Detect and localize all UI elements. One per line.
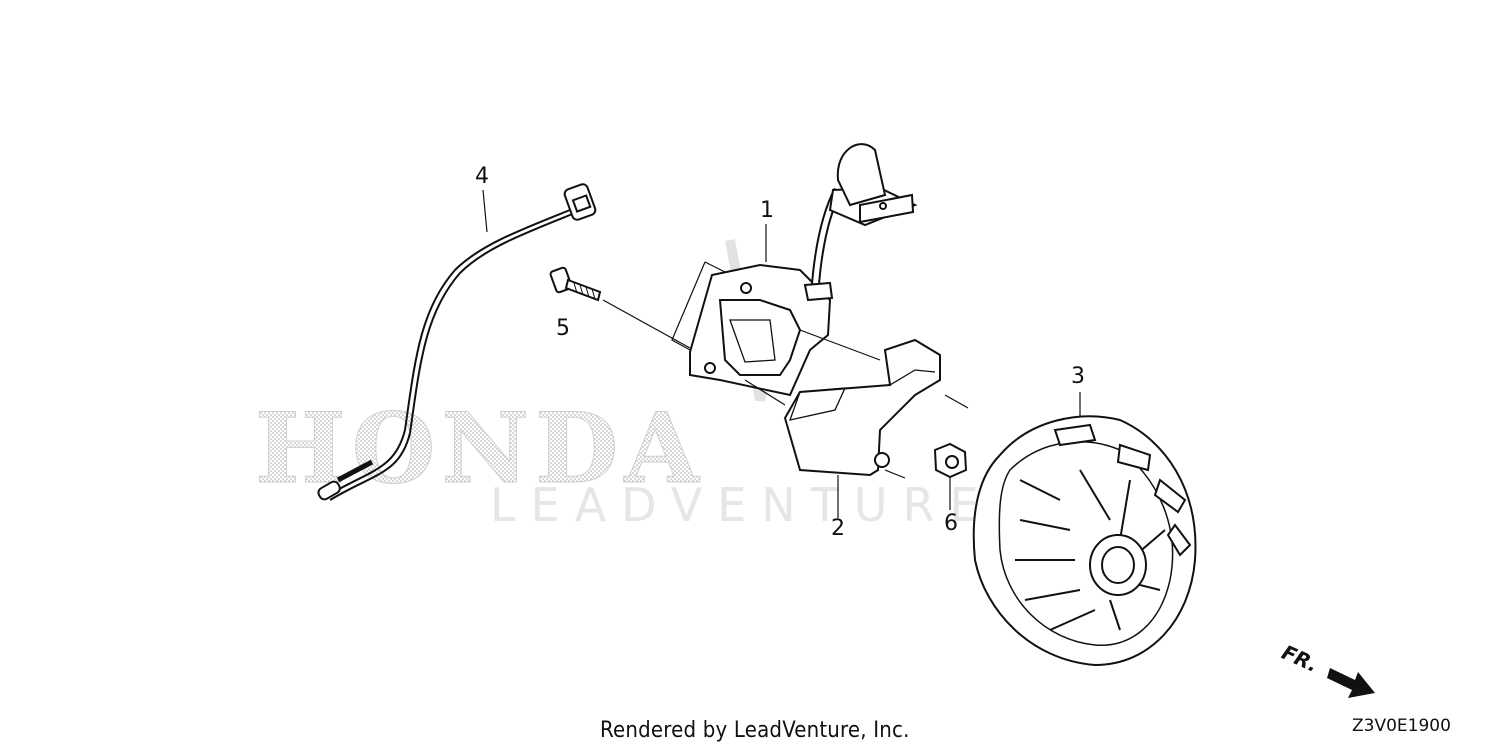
part-1-ignition-coil: [671, 143, 918, 406]
watermark-honda-logo: HONDA: [255, 239, 795, 506]
callout-3: 3: [1071, 364, 1085, 389]
watermark-leadventure: LEADVENTURE: [490, 478, 994, 532]
callout-5: 5: [556, 316, 570, 341]
part-3-flywheel: [972, 392, 1197, 667]
diagram-code: Z3V0E1900: [1352, 716, 1451, 736]
callout-1: 1: [760, 198, 774, 223]
part-2-bracket: [783, 338, 969, 518]
front-direction-arrow-icon: [1327, 668, 1375, 698]
part-5-bolt: [549, 266, 691, 349]
footer-credit: Rendered by LeadVenture, Inc.: [600, 718, 910, 743]
callout-4: 4: [475, 164, 489, 189]
part-4-wire: [317, 183, 597, 501]
part-6-nut: [933, 442, 968, 510]
callout-6: 6: [944, 511, 958, 536]
callout-2: 2: [831, 516, 845, 541]
svg-text:HONDA: HONDA: [255, 392, 705, 505]
